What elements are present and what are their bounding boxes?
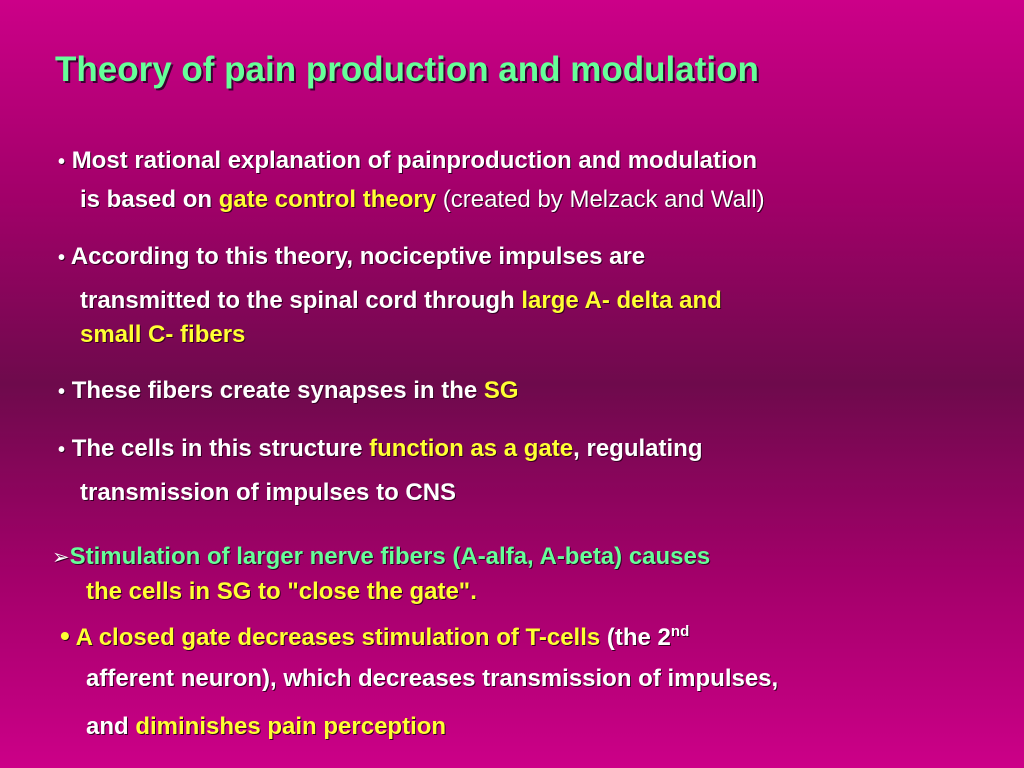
slide-title: Theory of pain production and modulation (55, 50, 759, 89)
arrow-item-line-1: ➢Stimulation of larger nerve fibers (A-a… (52, 543, 710, 571)
bullet-4-text-1a: The cells in this structure (71, 435, 370, 462)
bullet-1-highlight: gate control theory (218, 186, 437, 213)
bullet-5-text-1b: (the 2 (600, 624, 671, 651)
bullet-1-text-2a: is based on (80, 186, 219, 213)
bullet-1-line-1: • Most rational explanation of painprodu… (58, 147, 757, 175)
arrow-item-text-1: Stimulation of larger nerve fibers (A-al… (69, 543, 711, 570)
bullet-2-line-2: transmitted to the spinal cord through l… (80, 287, 722, 315)
bullet-3-line-1: • These fibers create synapses in the SG (58, 377, 519, 405)
bullet-4-line-1: • The cells in this structure function a… (58, 435, 703, 463)
arrow-bullet-icon: ➢ (52, 546, 70, 569)
bullet-1-line-2: is based on gate control theory (created… (80, 186, 765, 214)
arrow-item-line-2: the cells in SG to "close the gate". (86, 578, 477, 605)
bullet-icon: • (58, 247, 66, 269)
bullet-2-line-1: • According to this theory, nociceptive … (58, 243, 645, 271)
bullet-4-highlight: function as a gate (369, 435, 574, 462)
bullet-5-line-3: and diminishes pain perception (86, 713, 446, 741)
bullet-1-text-2c: (created by Melzack and Wall) (436, 186, 765, 213)
bullet-3-text-1: These fibers create synapses in the (71, 377, 484, 404)
bullet-icon: • (58, 439, 66, 461)
bullet-3-highlight: SG (483, 377, 519, 404)
bullet-2-highlight-1: large A- delta and (521, 287, 722, 314)
bullet-5-text-3a: and (86, 713, 136, 740)
bullet-5-highlight-2: diminishes pain perception (135, 713, 447, 740)
bullet-5-highlight-1: A closed gate decreases stimulation of T… (75, 624, 601, 651)
bullet-2-text-1: According to this theory, nociceptive im… (70, 243, 646, 270)
bullet-4-text-1c: , regulating (573, 435, 703, 462)
bullet-2-text-2a: transmitted to the spinal cord through (80, 287, 522, 314)
bullet-icon: • (58, 151, 66, 173)
bullet-2-line-3: small C- fibers (80, 321, 246, 348)
bullet-4-line-2: transmission of impulses to CNS (80, 479, 457, 506)
bullet-large-icon: • (60, 620, 70, 651)
bullet-1-text-1: Most rational explanation of painproduct… (71, 147, 758, 174)
bullet-icon: • (58, 381, 66, 403)
bullet-5-superscript: nd (670, 623, 690, 640)
bullet-5-line-2: afferent neuron), which decreases transm… (86, 665, 779, 692)
bullet-5-line-1: • A closed gate decreases stimulation of… (60, 620, 689, 652)
